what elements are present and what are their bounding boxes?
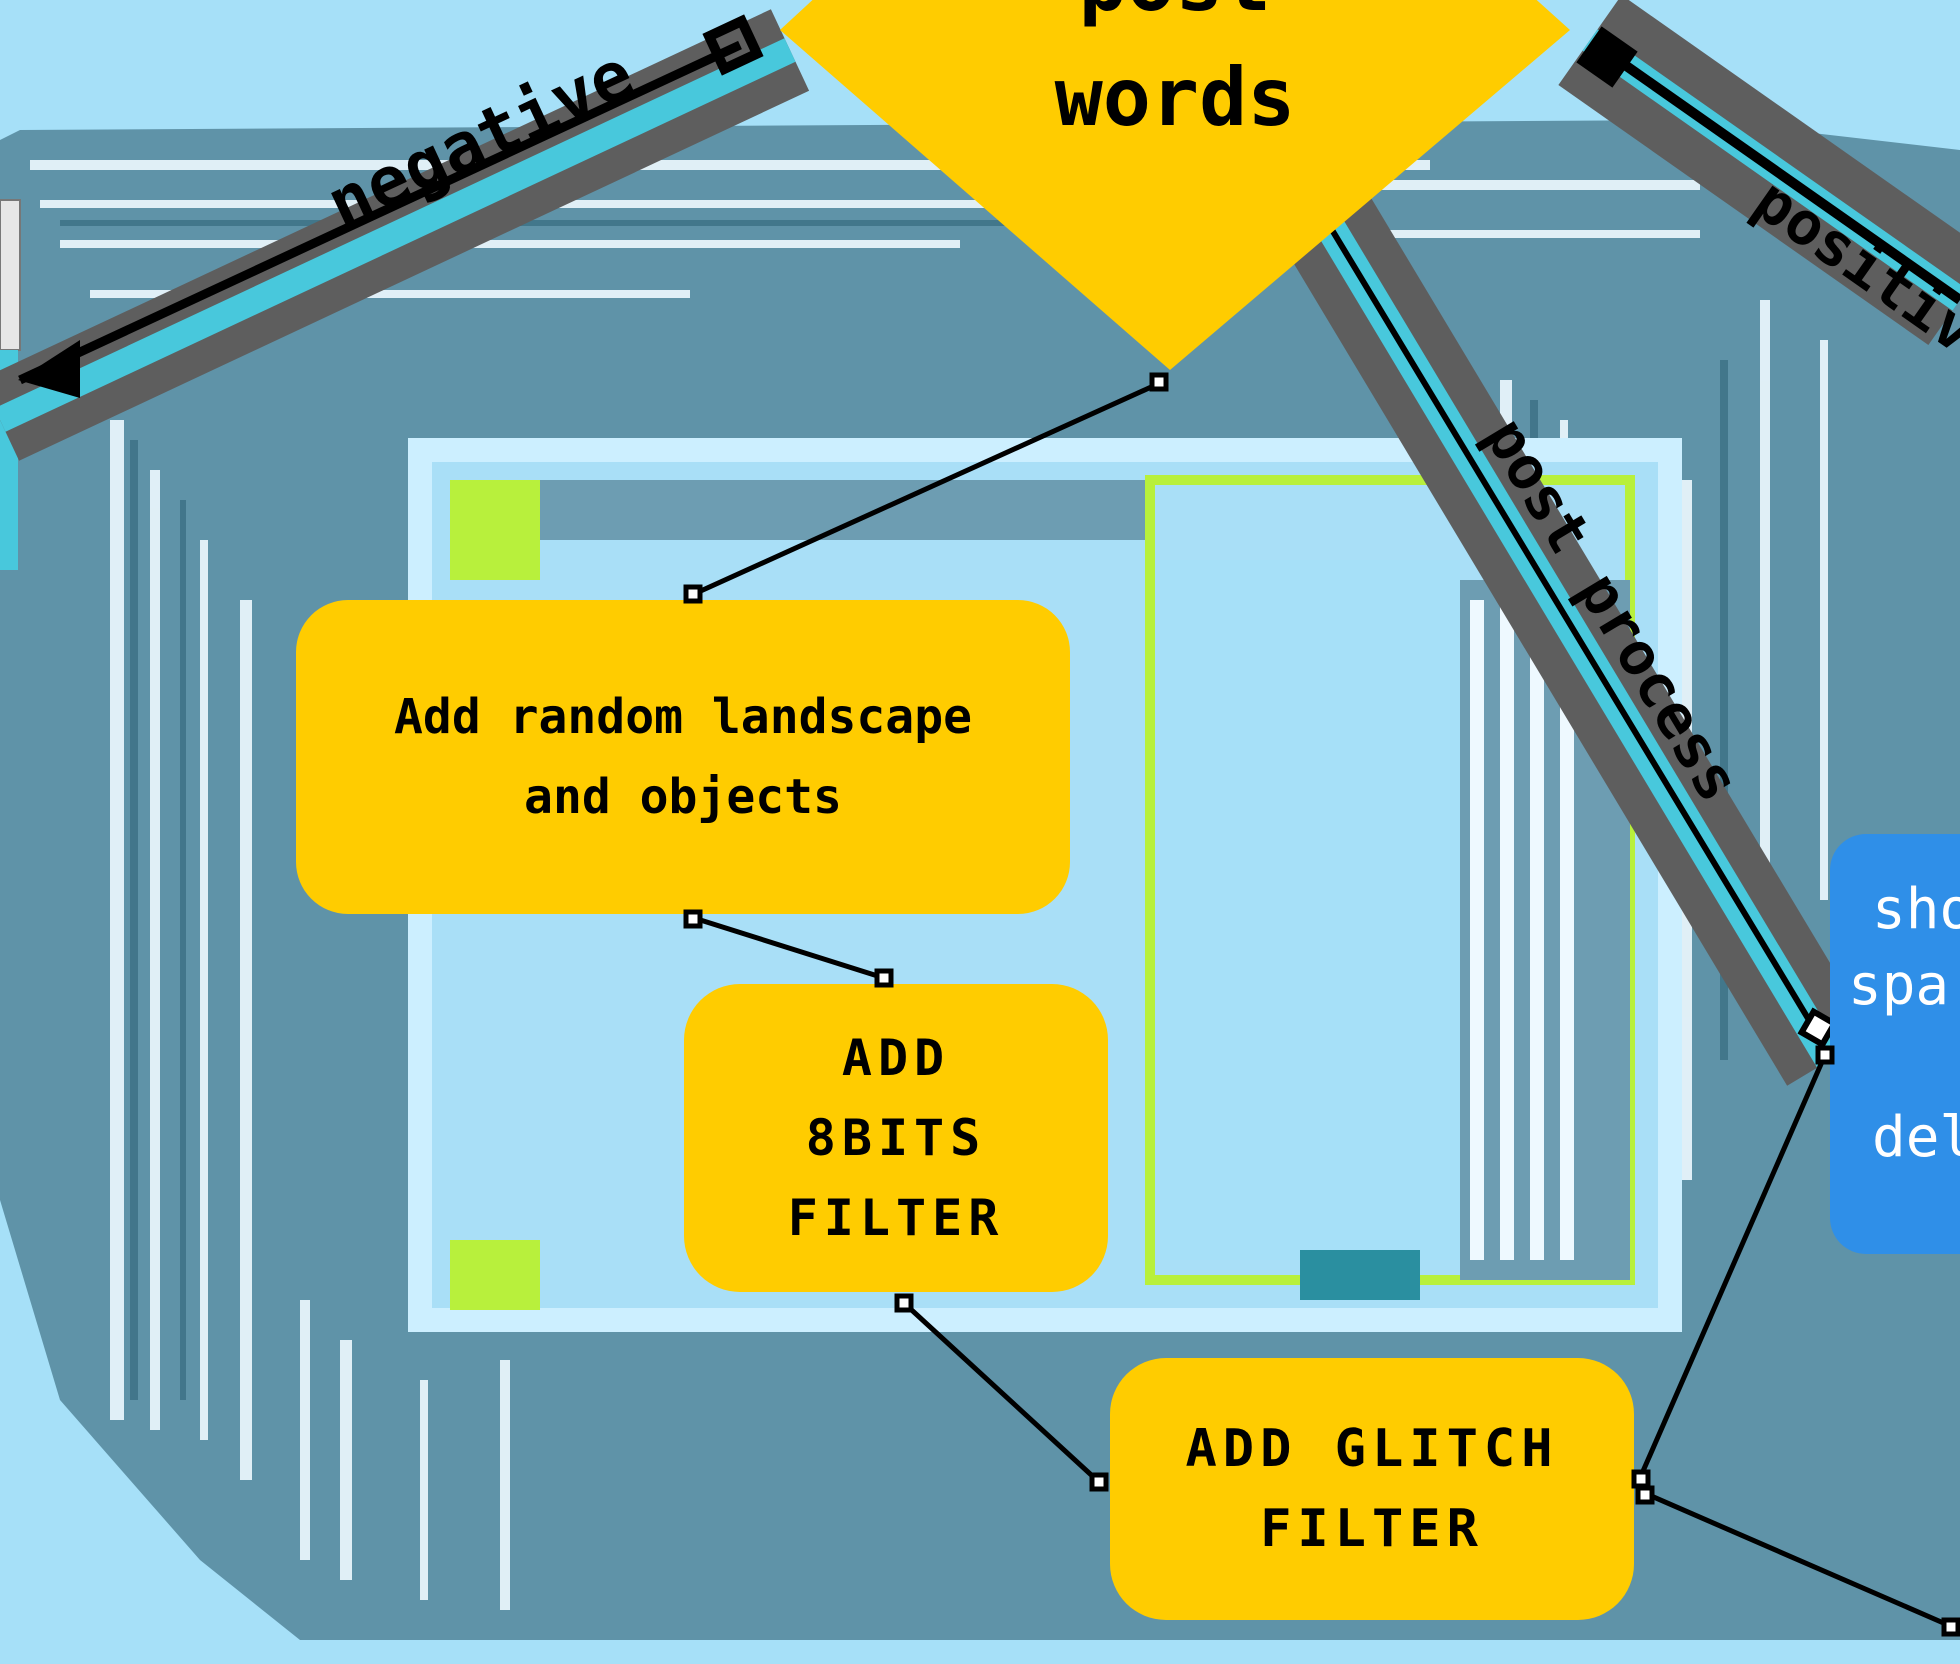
node-8bits-filter[interactable]: ADD 8BiTS FiLTER — [684, 984, 1108, 1292]
arrowhead-icon — [18, 340, 80, 398]
side-node-line3: del — [1872, 1105, 1960, 1170]
side-node-line1: sho — [1872, 877, 1960, 942]
node-side-partial[interactable]: sho spa del — [1830, 834, 1960, 1254]
node-landscape-label: Add random landscape and objects — [394, 689, 972, 825]
node-glitch-label: ADD GLITCH FiLTER — [1185, 1419, 1559, 1559]
side-node-line2: spa — [1848, 953, 1950, 1018]
node-8bits-label: ADD 8BiTS FiLTER — [787, 1029, 1005, 1247]
edge-handle-icon — [1797, 1007, 1839, 1049]
edge-handle-icon — [1576, 26, 1638, 88]
node-landscape[interactable]: Add random landscape and objects — [296, 600, 1070, 914]
decision-label-line2: words — [1055, 51, 1296, 144]
edge-negative[interactable] — [0, 9, 810, 461]
node-glitch-filter[interactable]: ADD GLITCH FiLTER — [1110, 1358, 1634, 1620]
edge-handle-icon — [702, 14, 764, 76]
edge-positive[interactable] — [1558, 0, 1960, 346]
decision-label-line1: post — [1079, 0, 1272, 29]
